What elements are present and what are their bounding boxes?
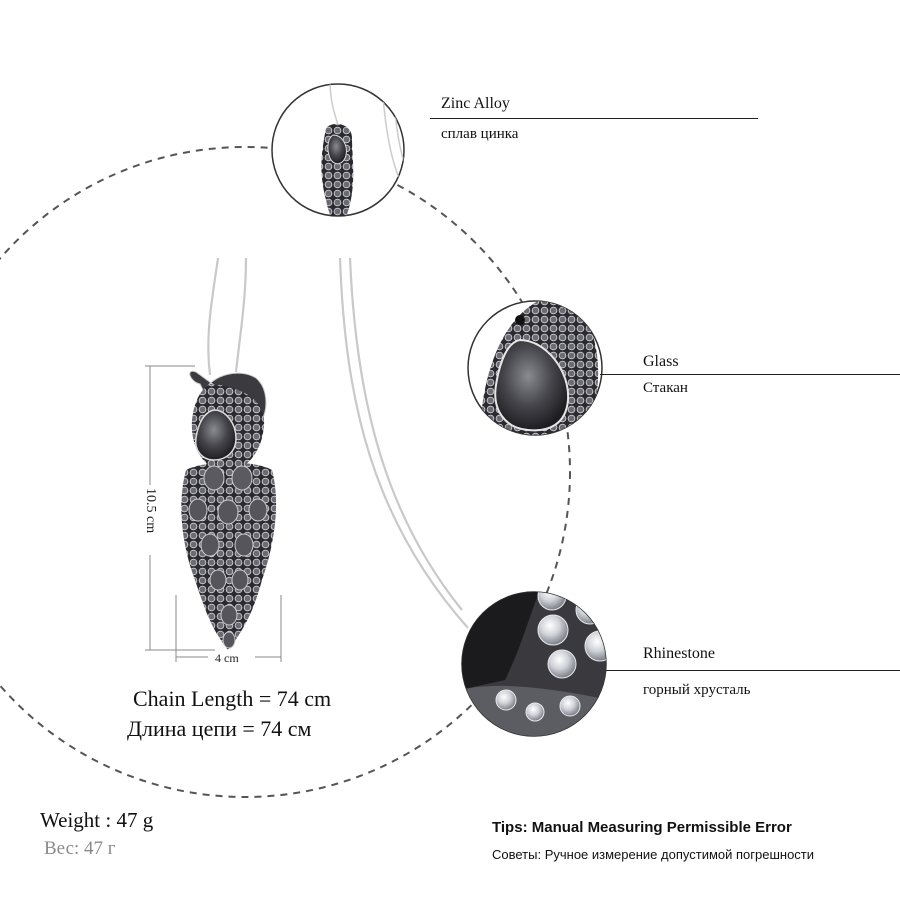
rule-material <box>430 118 758 119</box>
label-material-ru: сплав цинка <box>441 126 519 142</box>
rule-rhinestone <box>606 670 900 671</box>
chain-length-ru: Длина цепи = 74 см <box>127 716 312 741</box>
label-glass-ru: Стакан <box>643 380 688 396</box>
tips-ru: Советы: Ручное измерение допустимой погр… <box>492 847 815 862</box>
dimension-width-label: 4 cm <box>215 651 239 665</box>
main-chain <box>207 257 469 629</box>
chain-length-en: Chain Length = 74 cm <box>133 686 332 711</box>
label-material-en: Zinc Alloy <box>441 95 510 112</box>
inset-material-image <box>321 84 404 216</box>
tips-en: Tips: Manual Measuring Permissible Error <box>492 819 792 836</box>
dimension-height-label: 10.5 cm <box>143 488 158 534</box>
label-glass-en: Glass <box>643 353 679 370</box>
label-rhinestone-en: Rhinestone <box>643 645 715 662</box>
inset-glass-image <box>480 301 599 435</box>
outline-dashed-circle <box>0 146 571 798</box>
peacock-pendant <box>181 370 277 650</box>
weight-en: Weight : 47 g <box>40 808 154 832</box>
dimension-lines <box>145 365 282 662</box>
weight-ru: Вес: 47 г <box>44 838 116 859</box>
label-rhinestone-ru: горный хрусталь <box>643 682 751 698</box>
rule-glass <box>600 374 900 375</box>
inset-rhinestone-image <box>462 592 606 736</box>
